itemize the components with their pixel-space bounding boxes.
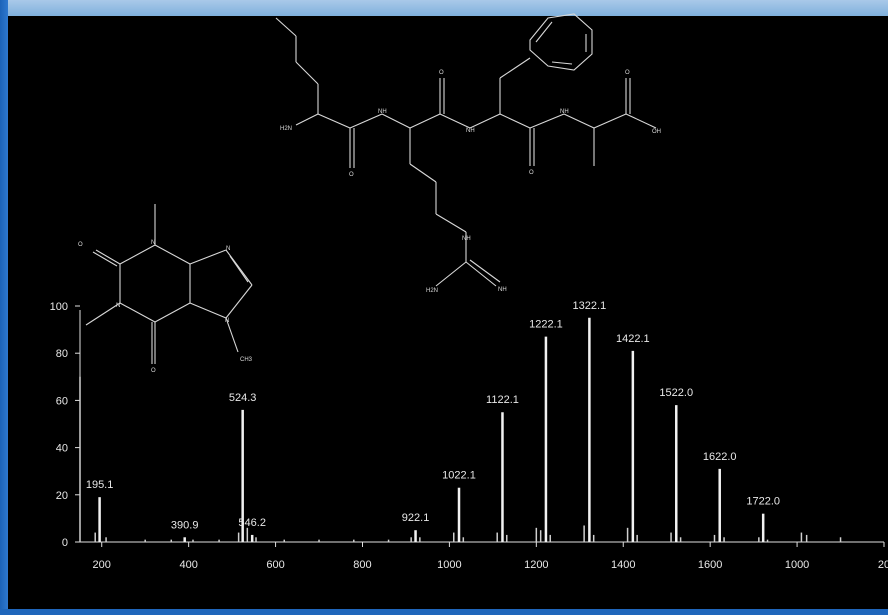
y-tick-label: 80: [56, 348, 68, 360]
x-tick-label: 1400: [611, 559, 635, 571]
peptide-atom-label: H2N: [426, 288, 438, 294]
y-tick-label: 60: [56, 395, 68, 407]
peptide-atom-label: NH: [378, 109, 387, 115]
caffeine-atom-label: N: [116, 303, 120, 309]
caffeine-atom-label: N: [225, 318, 229, 324]
peptide-atom-label: O: [625, 70, 630, 76]
peak-label: 195.1: [86, 479, 114, 491]
peptide-atom-label: H2N: [280, 126, 292, 132]
peptide-atom-label: OH: [652, 129, 661, 135]
peak-label: 1322.1: [573, 300, 607, 312]
x-tick-label: 1600: [698, 559, 722, 571]
peptide-structure: [275, 13, 657, 287]
minor-peaks: [79, 376, 842, 542]
window-left-border: [0, 0, 8, 615]
peptide-atom-label: NH: [466, 128, 475, 134]
peak-label: 1622.0: [703, 451, 737, 463]
x-tick-label: 200: [93, 559, 111, 571]
peak-label: 546.2: [238, 517, 266, 529]
y-tick-label: 0: [62, 537, 68, 549]
x-tick-label: 800: [353, 559, 371, 571]
y-tick-label: 40: [56, 443, 68, 455]
x-tick-label: 1200: [524, 559, 548, 571]
labeled-peaks: 195.1 390.9 524.3 546.2 922.1 1022.1 1122.1 122…: [86, 300, 780, 542]
peak-label: 524.3: [229, 392, 257, 404]
peak-label: 1722.0: [746, 496, 780, 508]
peak-label: 1022.1: [442, 470, 476, 482]
y-tick-label: 100: [50, 301, 68, 313]
y-tick-label: 20: [56, 490, 68, 502]
peak-label: 1122.1: [486, 394, 519, 406]
window-bottom-border: [0, 609, 888, 615]
x-tick-label: 1000: [785, 559, 809, 571]
caffeine-structure: [85, 204, 253, 364]
caffeine-atom-label: O: [78, 242, 83, 248]
x-tick-label: 20: [878, 559, 888, 571]
peptide-atom-label: NH: [560, 109, 569, 115]
caffeine-atom-label: N: [151, 240, 155, 246]
x-tick-label: 400: [179, 559, 197, 571]
peak-label: 390.9: [171, 519, 199, 531]
peak-label: 922.1: [402, 512, 430, 524]
peak-label: 1222.1: [529, 319, 563, 331]
x-axis-ticks: 200 400 600 800 1000 1200 1400 1600 1000 20: [93, 542, 888, 571]
caffeine-atom-label: N: [226, 246, 230, 252]
peptide-atom-label: O: [529, 170, 534, 176]
caffeine-atom-label: O: [151, 368, 156, 374]
y-axis-ticks: 0 20 40 60 80 100: [50, 301, 80, 549]
peak-label: 1522.0: [659, 387, 693, 399]
peptide-atom-label: NH: [462, 236, 471, 242]
peptide-atom-label: NH: [498, 287, 507, 293]
peptide-atom-labels: H2N O NH O NH O NH O OH NH H2N NH: [280, 70, 661, 294]
peak-label: 1422.1: [616, 333, 650, 345]
x-tick-label: 600: [266, 559, 284, 571]
caffeine-atom-labels: O N N N N O CH3: [78, 240, 253, 374]
x-tick-label: 1000: [437, 559, 461, 571]
peptide-atom-label: O: [439, 70, 444, 76]
caffeine-atom-label: CH3: [240, 357, 253, 363]
window-title-bar: [0, 0, 888, 16]
peptide-atom-label: O: [349, 172, 354, 178]
